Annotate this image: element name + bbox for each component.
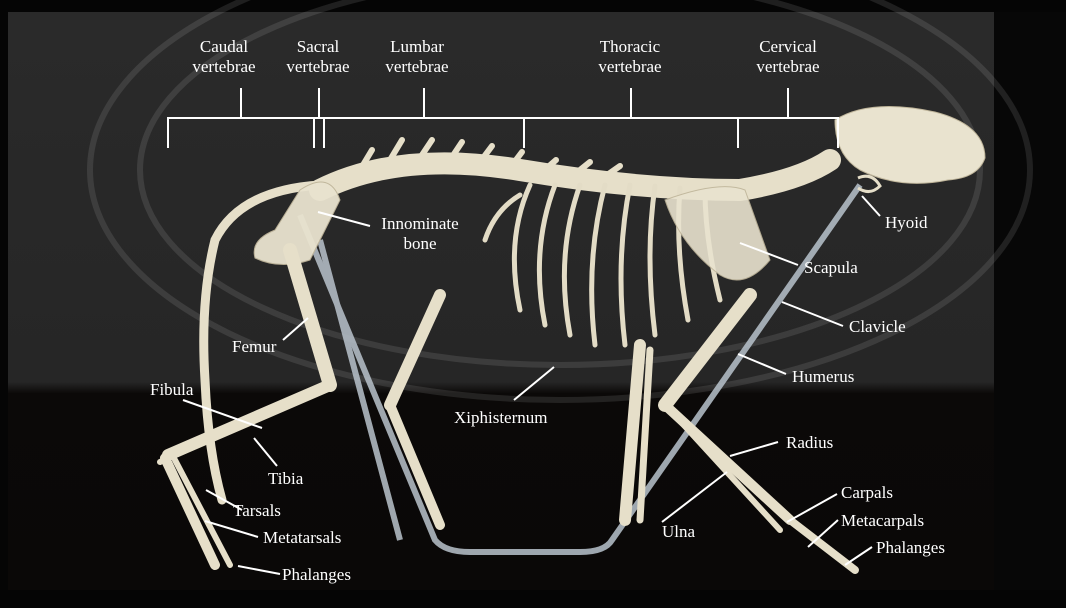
vertebrae-brackets [168,88,838,148]
humerus-label: Humerus [792,367,854,386]
phalanges-hind-leader [238,566,280,574]
metacarpals-label: Metacarpals [841,511,924,530]
scapula-label: Scapula [804,258,858,277]
radius-label: Radius [786,433,833,452]
cervical-bracket [738,88,838,148]
phalanges-fore-label: Phalanges [876,538,945,557]
metatarsals-label: Metatarsals [263,528,341,547]
display-stand [300,185,860,552]
tibia-label: Tibia [268,469,304,488]
clavicle-leader [782,302,843,326]
radius-leader [730,442,778,456]
phalanges-fore-leader [845,547,872,565]
humerus-leader [738,354,786,374]
hyoid-label: Hyoid [885,213,928,232]
caudal-bracket [168,88,314,148]
clavicle-label: Clavicle [849,317,906,336]
lumbar-bracket [324,88,524,148]
sacral-bracket [314,88,324,148]
thoracic-bracket [524,88,738,148]
ulna-leader [662,472,727,522]
xiphisternum-label: Xiphisternum [454,408,548,427]
tibia-leader [254,438,277,466]
femur-label: Femur [232,337,277,356]
hyoid-leader [862,196,880,216]
phalanges-hind-label: Phalanges [282,565,351,584]
fibula-label: Fibula [150,380,194,399]
carpals-leader [787,494,837,522]
carpals-label: Carpals [841,483,893,502]
xiphisternum-leader [514,367,554,400]
ulna-label: Ulna [662,522,696,541]
tarsals-label: Tarsals [233,501,281,520]
